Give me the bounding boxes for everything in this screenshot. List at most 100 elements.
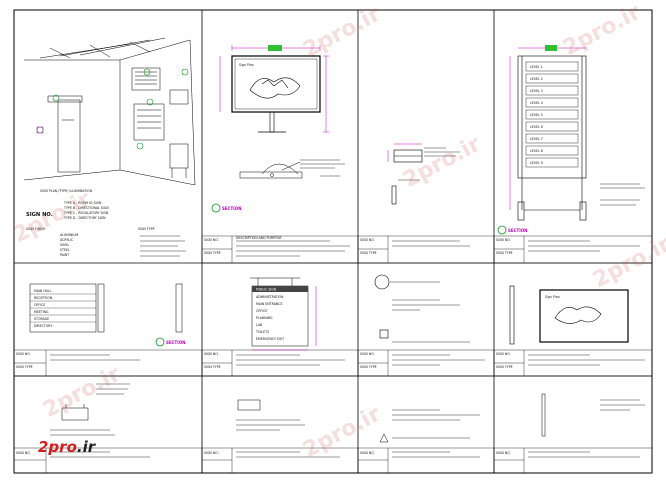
small-plaque: [391, 149, 423, 205]
sign-type-list: TYPE A - ROOM ID SIGN TYPE B - DIRECTION…: [63, 201, 109, 220]
tb-sign-no-7: SIGN NO.: [496, 352, 511, 356]
dir-row-3: OFFICE: [34, 303, 45, 307]
pylon-row-1: LEVEL 1: [530, 65, 543, 69]
logo-suffix: .ir: [76, 438, 96, 456]
callout-magenta-marks: [36, 126, 44, 134]
board-dimension: [219, 45, 329, 133]
pylon-row-2: LEVEL 2: [530, 77, 543, 81]
pylon-row-8: LEVEL 8: [530, 149, 543, 153]
hang-row-2: MAIN ENTRANCE: [256, 302, 283, 306]
panel4-section-label: SECTION: [508, 228, 528, 233]
section-marker-icon: [211, 203, 221, 213]
sign-type-d: TYPE D - DIRECTORY SIGN: [63, 216, 106, 220]
tb-sign-no-5: SIGN NO.: [204, 352, 219, 356]
dir-row-1: MAIN HALL: [34, 289, 52, 293]
tb-sign-type-4: SIGN TYPE: [16, 365, 33, 369]
hanging-header-bar: [252, 286, 308, 292]
tb-sign-type-3: SIGN TYPE: [496, 251, 513, 255]
tb-sign-type-1: SIGN TYPE: [204, 251, 221, 255]
pylon-row-4: LEVEL 4: [530, 101, 543, 105]
pylon-base: [517, 201, 587, 221]
logo-prefix: 2pro: [38, 438, 77, 456]
hanging-header: PUBLIC SIGN: [256, 288, 277, 292]
title-block-lines: [13, 235, 653, 474]
pylon-row-9: LEVEL 9: [530, 161, 543, 165]
panel2-section-label: SECTION: [222, 206, 242, 211]
section-notes: [300, 159, 345, 177]
legend-item-1: ALUMINIUM: [60, 233, 78, 237]
pylon-notes: [600, 183, 645, 206]
tb-desc-1: DESCRIPTION AND PURPOSE: [236, 236, 282, 240]
tb-sign-no-11: SIGN NO.: [496, 451, 511, 455]
directory-board-dividers: [30, 293, 96, 323]
tb-sign-no-4: SIGN NO.: [16, 352, 31, 356]
hang-row-6: TOILETS: [255, 330, 269, 334]
legend-left-head: SIGN FINISH: [26, 227, 46, 231]
sheet-border: [13, 9, 653, 474]
legend-right-lines: [140, 235, 186, 257]
plaque-dimension: [387, 143, 422, 162]
hang-row-1: ADMINISTRATION: [256, 295, 284, 299]
pylon-dimension-tag: [545, 45, 557, 51]
board-title: Sign Plan: [239, 63, 254, 67]
directory-pylon: [517, 55, 587, 210]
board2-title: Sign Plan: [545, 295, 560, 299]
pylon-row-6: LEVEL 6: [530, 125, 543, 129]
symbol-notes: [390, 281, 470, 343]
pylon-section-marker-icon: [497, 225, 507, 235]
tb-sign-no-10: SIGN NO.: [360, 451, 375, 455]
dir-row-6: DIRECTORY: [34, 324, 52, 328]
pylon-row-3: LEVEL 3: [530, 89, 543, 93]
tb-sign-no-3: SIGN NO.: [496, 238, 511, 242]
sign-type-b: TYPE B - DIRECTIONAL SIGN: [63, 206, 109, 210]
legend-left-list: ALUMINIUM ACRYLIC VINYL STEEL PAINT: [60, 233, 78, 257]
tb-sign-no-8: SIGN NO.: [16, 451, 31, 455]
pylon-row-5: LEVEL 5: [530, 113, 543, 117]
dir-section-marker-icon: [155, 337, 165, 347]
tb-sign-type-7: SIGN TYPE: [496, 365, 513, 369]
dimension-tag: [268, 45, 282, 51]
dir-row-5: STORAGE: [34, 317, 49, 321]
pylon-dimension: [509, 47, 586, 210]
pylon-row-7: LEVEL 7: [530, 137, 543, 141]
hang-row-4: PLANNING: [256, 316, 273, 320]
tb-sign-no-2: SIGN NO.: [360, 238, 375, 242]
row3-notes: [50, 383, 645, 439]
legend-item-4: STEEL: [60, 248, 70, 252]
legend-right-head: SIGN TYPE: [138, 227, 155, 231]
title-block-text-lines: [50, 240, 645, 458]
panel1-caption: SIGN PLAN (TYPE) ILLUMINATION: [40, 189, 93, 193]
plaque-notes: [398, 147, 460, 181]
row3-details: [61, 393, 546, 443]
tb-sign-type-6: SIGN TYPE: [360, 365, 377, 369]
legend-item-3: VINYL: [60, 243, 69, 247]
sign-no-title: SIGN NO.: [26, 212, 53, 218]
legend-item-5: PAINT: [60, 253, 69, 257]
tb-sign-type-2: SIGN TYPE: [360, 251, 377, 255]
sign-type-c: TYPE C - REGULATORY SIGN: [63, 211, 109, 215]
sign-type-a: TYPE A - ROOM ID SIGN: [63, 201, 102, 205]
grid-lines: [14, 10, 652, 473]
dir-row-4: MEETING: [34, 310, 49, 314]
legend-item-2: ACRYLIC: [60, 238, 74, 242]
hang-row-3: OFFICE: [256, 309, 267, 313]
framed-board: [231, 55, 321, 133]
directory-board-rows: MAIN HALL RECEPTION OFFICE MEETING STORA…: [34, 289, 53, 328]
callout-leaders: [36, 68, 189, 150]
tb-sign-no-6: SIGN NO.: [360, 352, 375, 356]
tb-sign-no-9: SIGN NO.: [204, 451, 219, 455]
interior-perspective: [23, 37, 196, 186]
pylon-rows: LEVEL 1 LEVEL 2 LEVEL 3 LEVEL 4 LEVEL 5 …: [525, 61, 579, 168]
hanging-dimension: [252, 286, 317, 351]
dir-row-2: RECEPTION: [34, 296, 53, 300]
panel5-section-label: SECTION: [166, 340, 186, 345]
hanging-rows: ADMINISTRATION MAIN ENTRANCE OFFICE PLAN…: [255, 295, 284, 341]
tb-sign-type-5: SIGN TYPE: [204, 365, 221, 369]
title-block-labels: SIGN NO. SIGN TYPE DESCRIPTION AND PURPO…: [16, 236, 513, 455]
round-symbol: [374, 274, 390, 339]
site-logo: 2pro.ir: [38, 438, 95, 456]
framed-board-2: [509, 285, 629, 345]
section-detail: [239, 161, 303, 179]
